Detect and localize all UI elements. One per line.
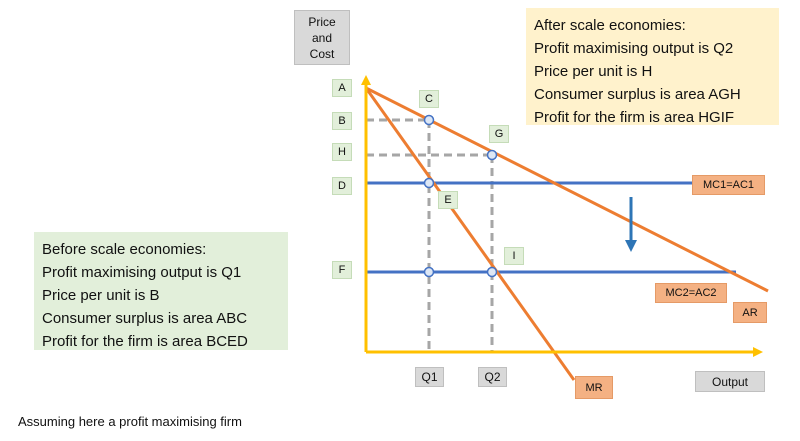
price-label-f: F [332,261,352,279]
after-box-line: Price per unit is H [534,63,653,80]
before-box-line: Price per unit is B [42,287,160,304]
point-e-marker [423,266,435,278]
before-box-line: Consumer surplus is area ABC [42,310,248,327]
before-scale-economies-box: Before scale economies: Profit maximisin… [34,232,288,350]
after-scale-economies-box: After scale economies: Profit maximising… [526,8,779,126]
ar-label: AR [733,302,767,323]
before-box-title: Before scale economies: [42,241,207,258]
q2-label: Q2 [478,367,507,387]
point-label-i: I [504,247,524,265]
before-box-line: Profit maximising output is Q1 [42,264,242,281]
price-label-d: D [332,177,352,195]
guide-lines [366,118,494,352]
y-axis-label: Price and Cost [294,10,350,65]
before-box-line: Profit for the firm is area BCED [42,333,248,350]
point-i-marker [486,266,498,278]
point-q1-d-marker [423,177,435,189]
mr-curve [364,87,576,381]
x-axis-label: Output [695,371,765,392]
footnote: Assuming here a profit maximising firm [18,414,242,429]
mc2-ac2-label: MC2=AC2 [655,283,727,303]
point-label-e: E [438,191,458,209]
point-g-marker [486,149,498,161]
price-label-a: A [332,79,352,97]
mr-label: MR [575,376,613,399]
price-label-b: B [332,112,352,130]
point-label-g: G [489,125,509,143]
after-box-line: Profit maximising output is Q2 [534,40,734,57]
after-box-line: Consumer surplus is area AGH [534,86,741,103]
point-c-marker [423,114,435,126]
price-label-h: H [332,143,352,161]
mc1-ac1-label: MC1=AC1 [692,175,765,195]
intersection-points [423,114,498,278]
point-label-c: C [419,90,439,108]
after-box-title: After scale economies: [534,17,686,34]
q1-label: Q1 [415,367,444,387]
after-box-line: Profit for the firm is area HGIF [534,109,735,126]
